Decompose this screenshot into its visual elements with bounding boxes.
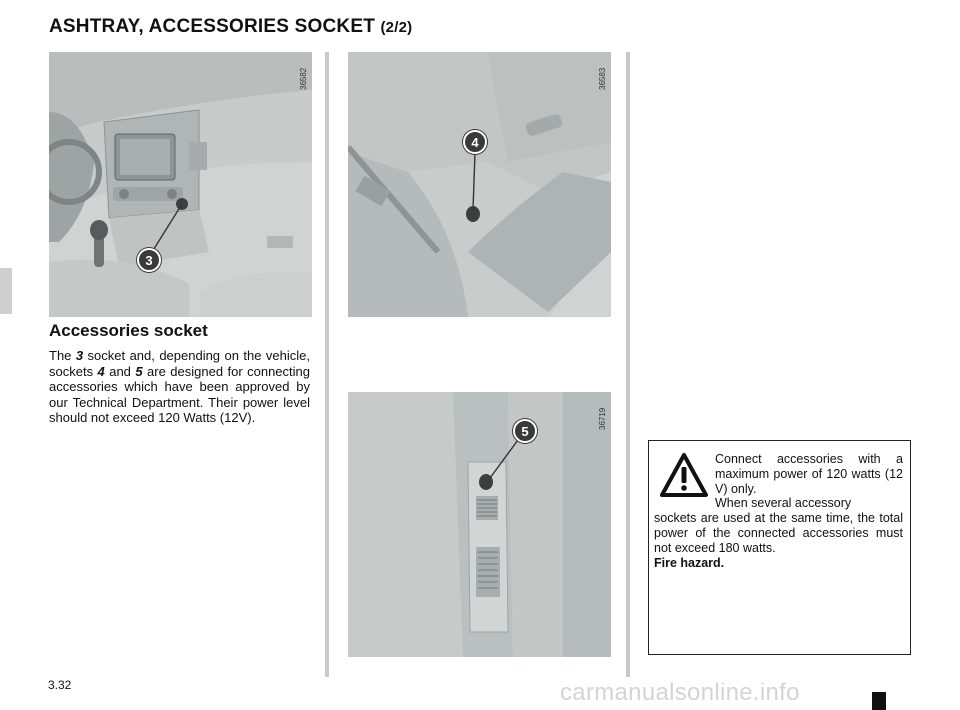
figure-reference-code: 36583 [598, 67, 607, 90]
page-title-suffix: (2/2) [380, 19, 413, 36]
panel-socket-illustration: 36719 5 [348, 392, 611, 657]
warning-text: Connect accessories with a maximum power… [654, 452, 903, 570]
socket-ref-5: 5 [135, 363, 143, 379]
section-paragraph: The 3 socket and, depending on the vehic… [49, 348, 310, 426]
dashboard-illustration: 36582 3 [49, 52, 312, 317]
paragraph-text: are designed for connecting accessories … [49, 363, 310, 426]
warning-line-1: Connect accessories with a maximum power… [715, 452, 903, 496]
column-divider-left [325, 52, 329, 677]
seat-socket-illustration: 36583 4 [348, 52, 611, 317]
callout-4: 4 [463, 130, 487, 154]
column-divider-right [626, 52, 630, 677]
warning-box: Connect accessories with a maximum power… [648, 440, 911, 655]
watermark: carmanualsonline.info [560, 679, 800, 706]
warning-emphasis: Fire hazard. [654, 555, 725, 570]
paragraph-text: The [49, 348, 76, 363]
page-corner-mark [872, 692, 886, 710]
section-tab-marker [0, 268, 12, 314]
section-heading: Accessories socket [49, 321, 208, 340]
figure-reference-code: 36582 [299, 67, 308, 90]
paragraph-text: and [104, 363, 136, 379]
warning-line-2a: When several accessory [715, 496, 852, 511]
socket-ref-3: 3 [75, 348, 84, 363]
callout-5: 5 [513, 419, 537, 443]
page-title: ASHTRAY, ACCESSORIES SOCKET (2/2) [49, 16, 412, 38]
callout-3: 3 [137, 248, 161, 272]
figure-reference-code: 36719 [598, 407, 607, 430]
paragraph-text: socket and, depending on the vehicle, so… [49, 348, 310, 379]
page-title-main: ASHTRAY, ACCESSORIES SOCKET [49, 16, 375, 37]
page-number: 3.32 [48, 678, 72, 692]
socket-ref-4: 4 [97, 363, 105, 379]
warning-triangle-icon [659, 452, 709, 498]
warning-line-2b: sockets are used at the same time, the t… [654, 511, 903, 555]
